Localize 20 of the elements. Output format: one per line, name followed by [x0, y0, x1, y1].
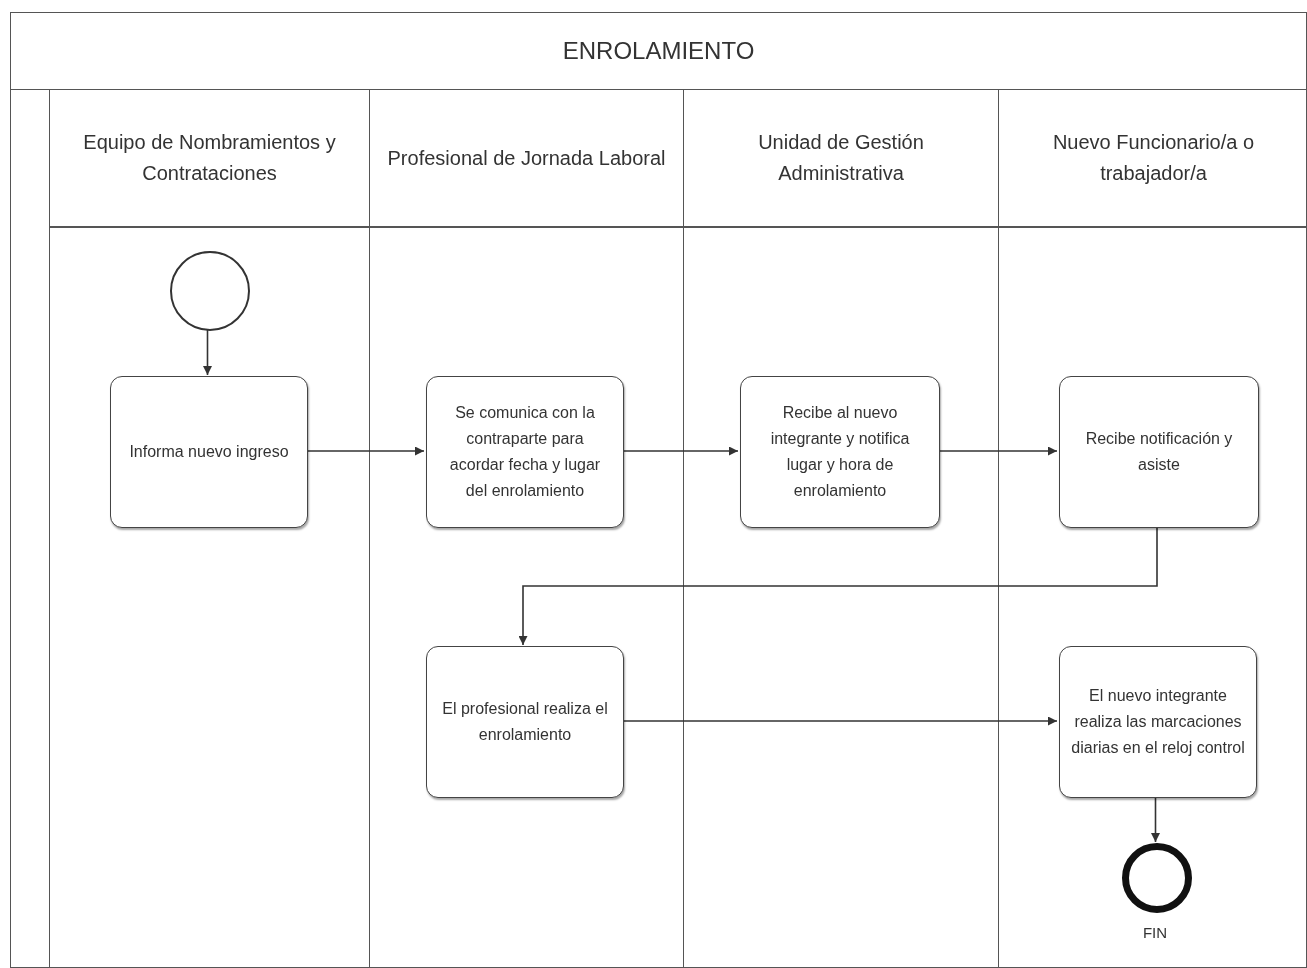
lane-header: Equipo de Nombramientos y Contrataciones	[82, 130, 337, 186]
swimlane	[683, 89, 998, 968]
lane-header: Unidad de Gestión Administrativa	[757, 130, 925, 186]
lane-header: Profesional de Jornada Laboral	[387, 145, 666, 171]
swimlane	[369, 89, 683, 968]
swimlane	[998, 89, 1307, 968]
end-label: FIN	[1142, 924, 1168, 941]
pool-title: ENROLAMIENTO	[562, 37, 755, 65]
process-box: El profesional realiza el enrolamiento	[426, 646, 624, 798]
arrow	[1151, 796, 1160, 843]
arrow	[518, 526, 1158, 646]
process-box: Se comunica con la contraparte para acordar fecha y lugar del enrolamiento	[426, 376, 624, 528]
process-box: Informa nuevo ingreso	[110, 376, 308, 528]
pool	[10, 12, 1307, 968]
arrow	[203, 329, 212, 376]
process-box: Recibe al nuevo integrante y notifica lugar y hora de enrolamiento	[740, 376, 940, 528]
process-box: Recibe notificación y asiste	[1059, 376, 1259, 528]
lane-header: Nuevo Funcionario/a o trabajador/a	[1051, 130, 1256, 186]
process-box: El nuevo integrante realiza las marcaciones diarias en el reloj control	[1059, 646, 1257, 798]
swimlane	[49, 89, 369, 968]
